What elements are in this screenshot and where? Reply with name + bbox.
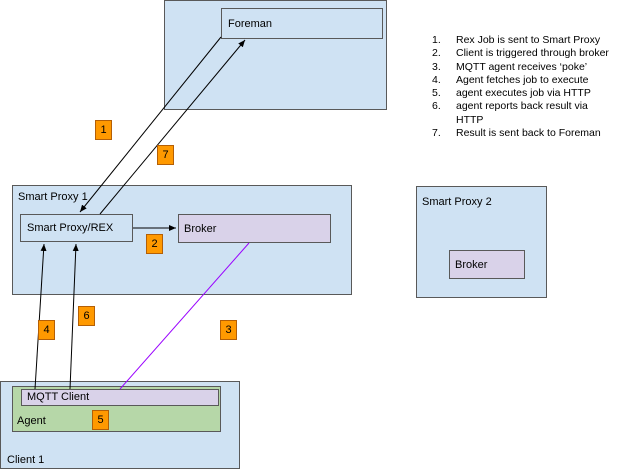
steps-legend: 1.Rex Job is sent to Smart Proxy 2.Clien… xyxy=(432,34,609,140)
legend-item: 1.Rex Job is sent to Smart Proxy xyxy=(432,34,601,46)
broker-2-label: Broker xyxy=(455,259,488,271)
step-badge-5: 5 xyxy=(92,410,109,430)
mqtt-client-node: MQTT Client xyxy=(21,389,219,406)
smart-proxy-1-label: Smart Proxy 1 xyxy=(18,191,88,203)
step-badge-4: 4 xyxy=(38,320,55,340)
legend-item: 4.Agent fetches job to execute xyxy=(432,73,589,86)
line-3-broker-to-mqtt xyxy=(119,242,250,390)
arrow-4-mqtt-to-proxy xyxy=(34,243,47,390)
legend-item: 2.Client is triggered through broker xyxy=(432,47,609,60)
broker-1-node: Broker xyxy=(178,214,331,243)
smart-proxy-2-label: Smart Proxy 2 xyxy=(422,196,492,208)
legend-item-continuation: HTTP xyxy=(456,113,484,126)
arrow-7-proxy-to-foreman xyxy=(99,39,246,215)
foreman-label: Foreman xyxy=(228,18,273,30)
step-badge-2: 2 xyxy=(146,234,163,254)
client-1-label: Client 1 xyxy=(7,454,45,466)
step-badge-7: 7 xyxy=(157,145,174,165)
legend-item: 6.agent reports back result via xyxy=(432,100,588,113)
smart-proxy-2-container: Smart Proxy 2 xyxy=(416,186,547,298)
smart-proxy-rex-label: Smart Proxy/REX xyxy=(27,222,114,234)
legend-item: 5.agent executes job via HTTP xyxy=(432,87,591,100)
step-badge-3: 3 xyxy=(220,320,237,340)
mqtt-client-label: MQTT Client xyxy=(27,391,90,403)
broker-1-label: Broker xyxy=(184,223,217,235)
foreman-node: Foreman xyxy=(221,8,383,39)
step-badge-1: 1 xyxy=(95,120,112,140)
agent-label: Agent xyxy=(17,415,46,427)
smart-proxy-rex-node: Smart Proxy/REX xyxy=(20,214,133,242)
arrow-1-foreman-to-proxy xyxy=(79,36,222,213)
arrow-6-mqtt-to-proxy xyxy=(69,243,79,390)
step-badge-6: 6 xyxy=(78,306,95,326)
legend-item: 3.MQTT agent receives ‘poke’ xyxy=(432,60,588,73)
broker-2-node: Broker xyxy=(449,250,525,279)
legend-item: 7.Result is sent back to Foreman xyxy=(432,127,601,140)
